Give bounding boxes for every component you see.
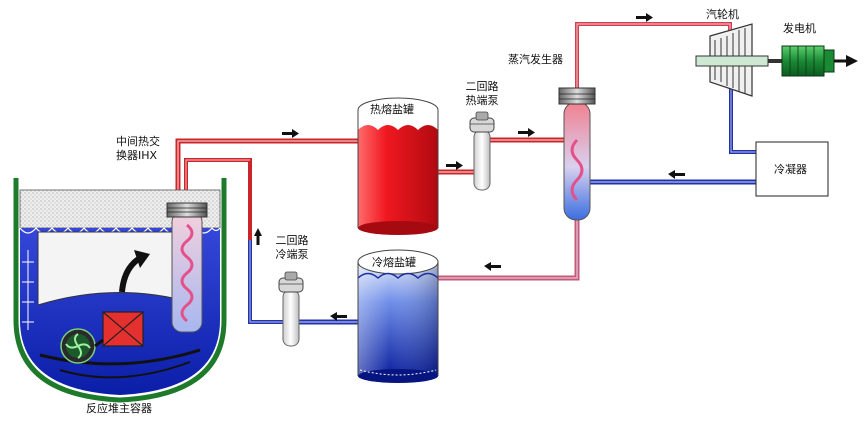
condenser-box xyxy=(755,141,829,197)
generator xyxy=(768,45,858,77)
label-ihx-line1: 中间热交 xyxy=(116,135,160,148)
pipe-sg-to-cold-tank xyxy=(436,220,580,281)
arrow-right-hot-pump xyxy=(446,161,463,170)
label-secondary-hot-pump: 二回路 热端泵 xyxy=(452,80,512,108)
steam-generator xyxy=(558,87,596,221)
label-secondary-cold-pump-line2: 冷端泵 xyxy=(275,248,309,261)
arrow-up-cold-pump xyxy=(254,228,262,245)
label-generator: 发电机 xyxy=(783,22,816,35)
label-secondary-cold-pump: 二回路 冷端泵 xyxy=(262,234,322,262)
ihx-unit xyxy=(166,202,208,333)
arrow-left-cold-tank xyxy=(484,262,501,271)
label-hot-salt-tank: 热熔盐罐 xyxy=(370,103,414,116)
pipe-network xyxy=(175,22,756,325)
core-box xyxy=(102,311,144,347)
label-cold-salt-tank: 冷熔盐罐 xyxy=(372,256,416,269)
label-ihx: 中间热交 换器IHX xyxy=(116,135,160,163)
steam-turbine xyxy=(695,23,769,97)
secondary-cold-pump xyxy=(278,271,304,347)
flow-arrows xyxy=(254,13,685,321)
pipe-turbine-to-condenser xyxy=(729,88,756,154)
arrow-right-sg-inlet xyxy=(518,128,535,137)
label-steam-generator: 蒸汽发生器 xyxy=(508,53,563,66)
label-steam-turbine: 汽轮机 xyxy=(706,8,739,21)
label-reactor-vessel: 反应堆主容器 xyxy=(86,402,152,415)
secondary-hot-pump xyxy=(469,111,495,191)
cold-salt-tank xyxy=(357,249,439,383)
label-ihx-line2: 换器IHX xyxy=(116,149,158,162)
primary-pump-icon xyxy=(60,328,104,364)
label-condenser: 冷凝器 xyxy=(774,163,807,176)
reactor-vessel xyxy=(13,178,227,403)
label-secondary-hot-pump-line1: 二回路 xyxy=(465,80,499,93)
arrow-left-condenser-return xyxy=(668,170,685,179)
label-secondary-cold-pump-line1: 二回路 xyxy=(275,234,309,247)
arrow-right-top-pipe xyxy=(282,129,299,138)
hot-salt-tank xyxy=(357,97,439,235)
label-secondary-hot-pump-line2: 热端泵 xyxy=(465,94,499,107)
arrow-left-cold-pump xyxy=(330,312,347,321)
arrow-right-steam xyxy=(636,13,653,22)
